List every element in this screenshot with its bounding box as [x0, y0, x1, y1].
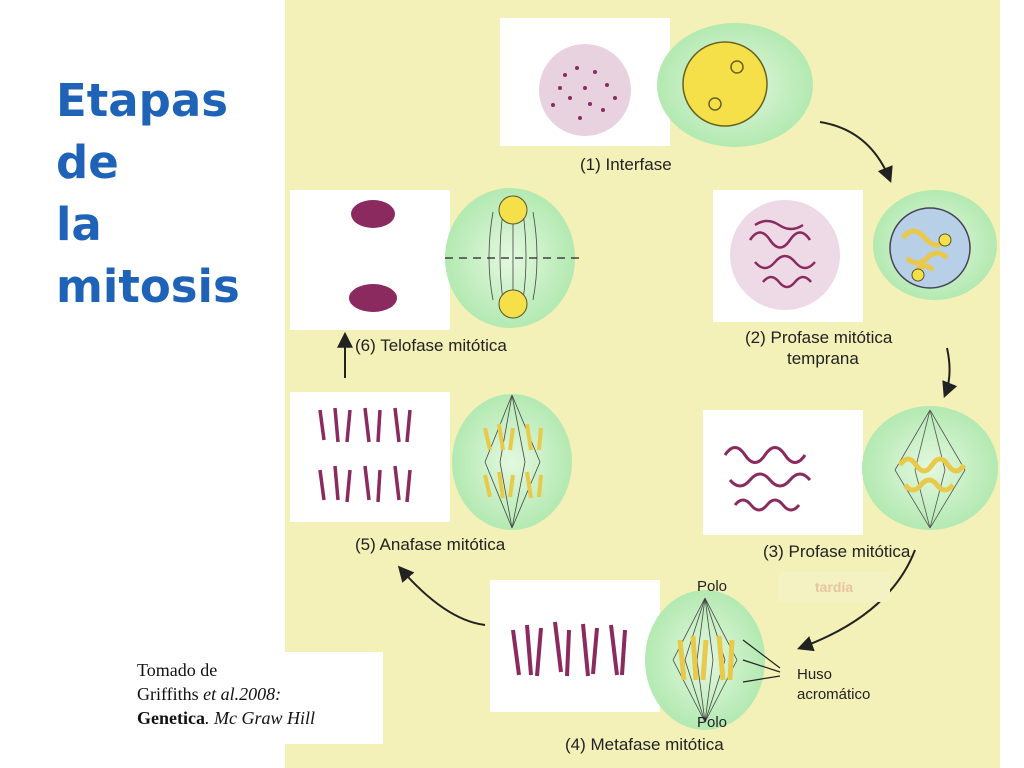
mitosis-figure: (1) Interfase (2) Profase mitótica tempr… — [285, 0, 1000, 768]
polo-bottom-label: Polo — [697, 714, 728, 731]
huso-label-line-2: acromático — [797, 686, 871, 703]
stage-3-profase-tardia-graphic — [703, 406, 998, 535]
credit-author: Griffiths — [137, 684, 204, 704]
credit-line-1: Tomado de — [137, 660, 218, 680]
credit-line-3: Genetica. Mc Graw Hill — [137, 706, 383, 730]
title-line-1: Etapas de — [56, 74, 228, 189]
nucleus-1 — [682, 41, 768, 127]
stage-label-2-cont: temprana — [787, 349, 859, 368]
arrow-2-3 — [942, 347, 958, 398]
chromatin-dots-1 — [551, 66, 617, 120]
micrograph-3 — [703, 410, 863, 535]
mitosis-diagram — [290, 18, 998, 730]
stage-5-anafase-graphic — [290, 392, 572, 530]
slide-title: Etapas de la mitosis — [56, 70, 296, 318]
arrow-1-2 — [819, 121, 893, 183]
source-credit: Tomado de Griffiths et al.2008: Genetica… — [133, 652, 383, 744]
credit-line-2: Griffiths et al.2008: — [137, 682, 383, 706]
stage-label-2: (2) Profase mitótica — [745, 328, 893, 347]
stage-label-1: (1) Interfase — [580, 155, 672, 174]
credit-book: Genetica — [137, 708, 205, 728]
nucleus-2 — [889, 207, 971, 289]
polo-top-label: Polo — [697, 578, 728, 595]
arrow-4-5 — [397, 565, 486, 626]
micrograph-5 — [290, 392, 450, 522]
stage-4-metafase-graphic — [490, 580, 781, 730]
stage-label-6: (6) Telofase mitótica — [355, 336, 507, 355]
credit-publisher: . Mc Graw Hill — [204, 708, 315, 728]
arrow-3-4 — [796, 549, 916, 652]
stage-6-telofase-graphic — [290, 188, 585, 330]
stage-label-4: (4) Metafase mitótica — [565, 735, 724, 754]
cell-5 — [452, 394, 572, 530]
tardia-overlay-label: tardía — [778, 572, 890, 602]
title-line-2: la mitosis — [56, 198, 240, 313]
micrograph-4 — [490, 580, 660, 712]
huso-label-line-1: Huso — [797, 666, 833, 683]
stage-2-profase-temprana-graphic — [713, 190, 997, 322]
cell-6 — [445, 188, 575, 328]
stage-label-5: (5) Anafase mitótica — [355, 535, 506, 554]
stage-label-3: (3) Profase mitótica — [763, 542, 911, 561]
stage-1-interfase-graphic — [500, 18, 813, 147]
credit-etal: et al.2008: — [203, 684, 282, 704]
